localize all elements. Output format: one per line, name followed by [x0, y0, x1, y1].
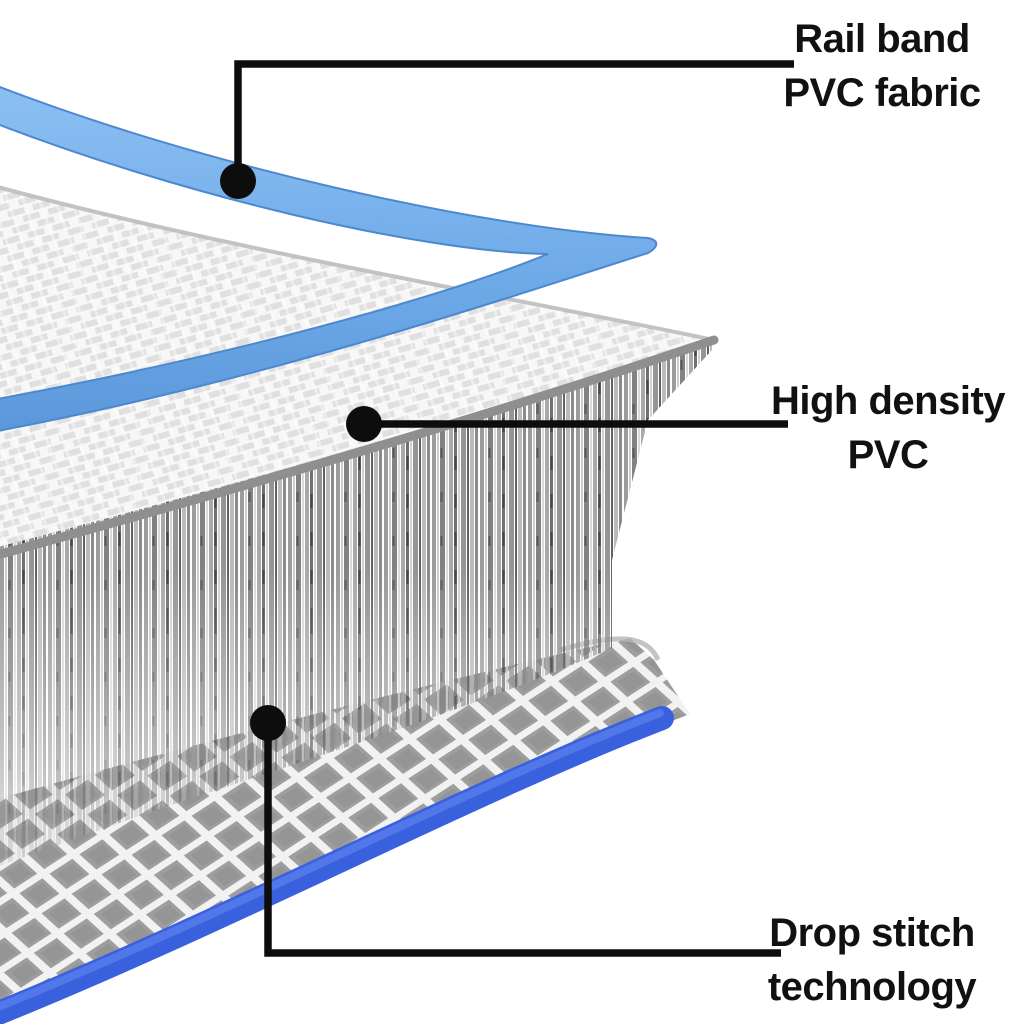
top-rail-band-ribbon [0, 85, 658, 432]
label-drop-stitch-technology: Drop stitch technology [722, 906, 1022, 1014]
label-line: Rail band [794, 17, 970, 61]
callout-dot [250, 705, 286, 741]
label-line: PVC fabric [783, 71, 981, 115]
drop-stitch-fibers [0, 338, 712, 866]
label-line: High density [770, 379, 1006, 423]
bottom-surface-mesh [0, 638, 690, 1008]
top-surface-weave-overlay [0, 187, 714, 555]
label-high-density-pvc: High density PVC [738, 374, 1024, 482]
label-rail-band-pvc-fabric: Rail band PVC fabric [732, 12, 1024, 120]
label-line: PVC [847, 433, 929, 477]
callout-drop-stitch [250, 705, 781, 957]
bottom-rail-band [0, 706, 674, 1024]
label-line: technology [767, 965, 977, 1009]
callout-line [234, 60, 794, 178]
top-surface-near-edge [0, 335, 719, 560]
callout-dot [346, 406, 382, 442]
label-line: Drop stitch [769, 911, 975, 955]
top-surface-far-edge [0, 185, 715, 342]
callout-high-density [346, 406, 788, 442]
bottom-rail-band-highlight [0, 709, 664, 1011]
callout-dot [220, 163, 256, 199]
callout-rail-band [220, 60, 794, 199]
callout-line [264, 723, 781, 957]
